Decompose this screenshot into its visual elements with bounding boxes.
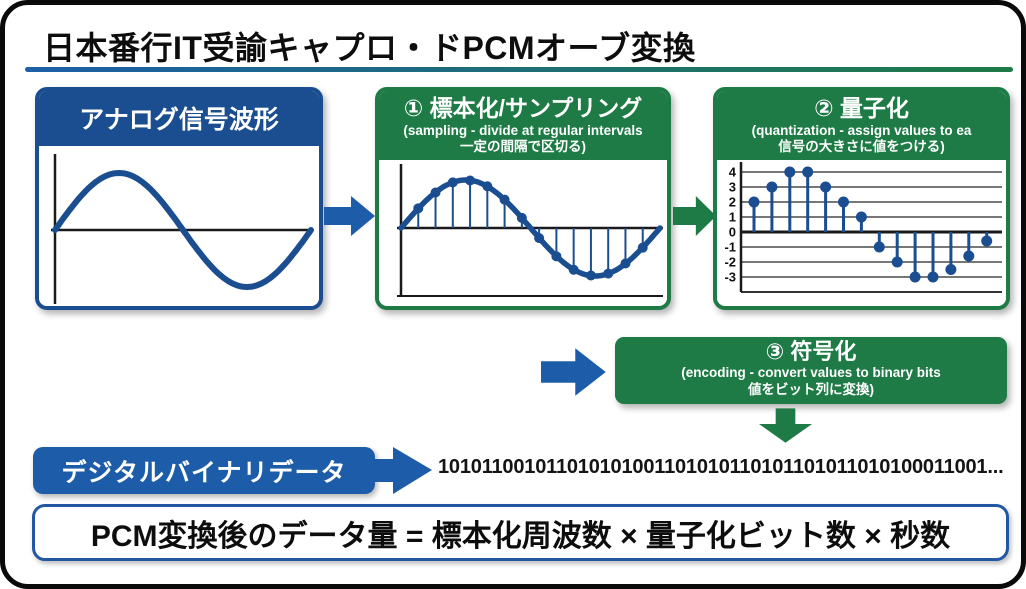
title-divider bbox=[25, 67, 1013, 72]
binary-label-arrow-icon bbox=[371, 447, 432, 494]
quantization-box-header: ② 量子化 (quantization - assign values to e… bbox=[717, 91, 1006, 160]
quantization-subtitle-en: (quantization - assign values to ea bbox=[751, 122, 972, 138]
encoding-subtitle-ja: 値をビット列に変換) bbox=[748, 381, 874, 397]
svg-text:3: 3 bbox=[729, 179, 736, 194]
binary-string: 1010110010110101010011010101101011010110… bbox=[438, 456, 1004, 478]
arrow-analog-to-sampling-icon bbox=[324, 196, 375, 236]
pcm-formula-bar: PCM変換後のデータ量 = 標本化周波数 × 量子化ビット数 × 秒数 bbox=[32, 504, 1009, 561]
digital-binary-label: デジタルバイナリデータ bbox=[33, 447, 375, 494]
sampling-heading: ① 標本化/サンプリング bbox=[403, 95, 643, 121]
svg-text:4: 4 bbox=[729, 164, 737, 179]
quantization-subtitle-ja: 信号の大きさに値をつける) bbox=[778, 139, 945, 155]
analog-box-header: アナログ信号波形 bbox=[39, 91, 319, 146]
arrow-encoding-down-icon bbox=[758, 408, 813, 443]
page-title: 日本番行IT受諭キャプロ・ドPCMオーブ変換 bbox=[43, 30, 696, 66]
sampling-box: ① 標本化/サンプリング (sampling - divide at regul… bbox=[375, 87, 671, 310]
svg-text:1: 1 bbox=[729, 209, 736, 224]
arrow-sampling-to-quantization-icon bbox=[673, 196, 717, 236]
arrow-to-encoding-icon bbox=[541, 348, 606, 396]
encoding-heading: ③ 符号化 bbox=[765, 339, 857, 364]
svg-text:2: 2 bbox=[729, 194, 736, 209]
encoding-subtitle-en: (encoding - convert values to binary bit… bbox=[681, 365, 941, 381]
quantization-heading: ② 量子化 bbox=[814, 95, 909, 121]
sampling-box-header: ① 標本化/サンプリング (sampling - divide at regul… bbox=[379, 91, 667, 160]
svg-text:-3: -3 bbox=[724, 269, 736, 284]
sampled-waveform-chart bbox=[379, 159, 667, 301]
analog-waveform-chart bbox=[39, 146, 319, 306]
svg-text:-2: -2 bbox=[724, 254, 736, 269]
encoding-box: ③ 符号化 (encoding - convert values to bina… bbox=[615, 337, 1007, 404]
sampling-subtitle-ja: 一定の間隔で区切る) bbox=[460, 139, 586, 155]
sampling-subtitle-en: (sampling - divide at regular intervals bbox=[403, 122, 643, 138]
analog-signal-box: アナログ信号波形 bbox=[35, 87, 323, 310]
svg-text:-1: -1 bbox=[724, 239, 736, 254]
svg-text:0: 0 bbox=[729, 224, 736, 239]
quantization-box: ② 量子化 (quantization - assign values to e… bbox=[713, 87, 1010, 310]
